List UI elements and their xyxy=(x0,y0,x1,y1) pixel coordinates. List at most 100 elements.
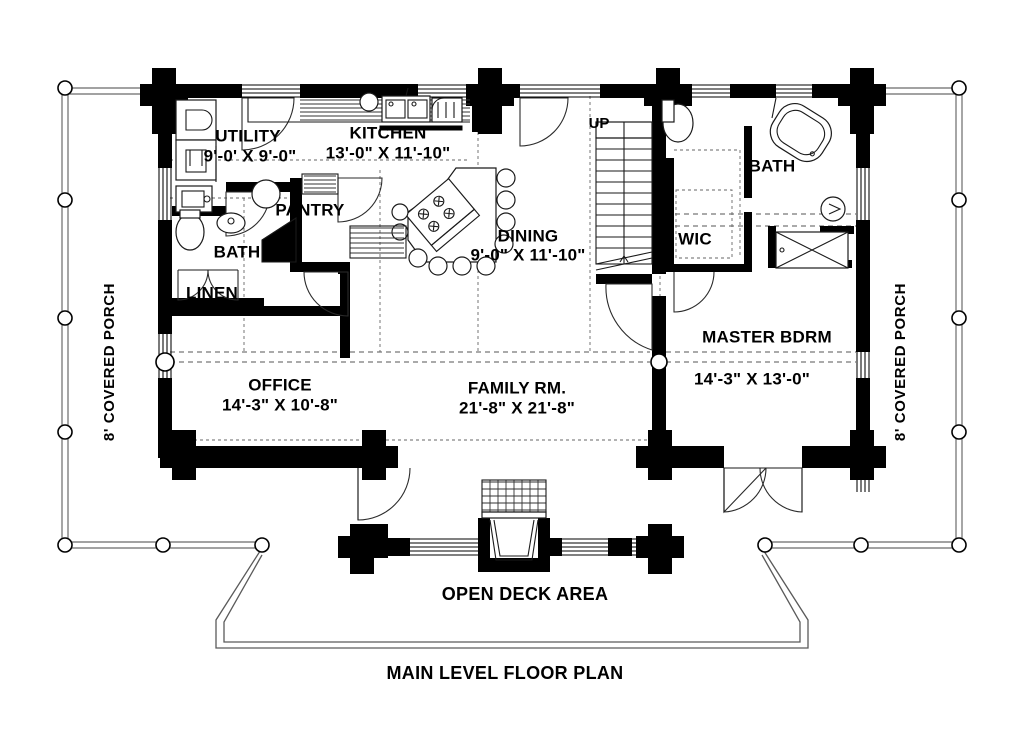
wall-pantry-jamb xyxy=(338,262,350,274)
wall-linen xyxy=(172,298,264,308)
wall-family-left xyxy=(374,524,388,558)
door-utility xyxy=(241,97,295,151)
toilet-tank-icon xyxy=(661,99,675,123)
window-family-bottom-left xyxy=(410,538,478,556)
exterior-wall-master-bottom xyxy=(802,446,850,468)
page-title: MAIN LEVEL FLOOR PLAN xyxy=(387,663,624,683)
door-linen-left xyxy=(177,269,209,301)
bar-stool-group xyxy=(391,168,516,276)
toilet-tank-icon xyxy=(179,209,201,219)
exterior-wall-left xyxy=(158,282,172,334)
porch-post xyxy=(951,424,967,440)
exterior-wall-master-bottom xyxy=(672,446,724,468)
wall-pantry-bottom xyxy=(290,262,340,272)
window-right-master xyxy=(856,352,870,378)
deck-stair xyxy=(478,479,550,572)
window-office-bottom xyxy=(222,449,302,466)
bath-main-fixtures xyxy=(175,179,297,263)
log-post-left xyxy=(155,352,175,372)
wall-shower-left xyxy=(768,226,776,268)
room-label-office: OFFICE xyxy=(248,375,312,394)
bar-stool xyxy=(391,203,409,221)
utility-fixtures xyxy=(175,99,217,213)
window-family-bottom-right xyxy=(562,538,608,556)
room-dim-office: 14'-3" X 10'-8" xyxy=(222,395,338,414)
dishwasher-icon xyxy=(431,97,463,123)
porch-post xyxy=(155,537,171,553)
wall-bath-corner xyxy=(214,206,226,216)
window-top-bath-2 xyxy=(776,84,812,98)
room-label-pantry: PANTRY xyxy=(275,200,345,219)
annotation-group: UP OPEN DECK AREA 8' COVERED PORCH 8' CO… xyxy=(101,115,909,683)
door-wic xyxy=(673,271,715,313)
window-right-bath xyxy=(856,168,870,220)
staircase xyxy=(595,121,653,284)
door-linen-right xyxy=(207,269,239,301)
wall-wic-bottom xyxy=(666,264,752,272)
wall-office-right xyxy=(340,306,350,358)
utility-sink-icon xyxy=(175,185,213,213)
exterior-wall-right xyxy=(856,220,870,286)
door-office-exterior xyxy=(357,467,411,521)
deck-area-label: OPEN DECK AREA xyxy=(442,584,609,604)
sink-icon xyxy=(216,212,246,234)
wall-kitchen-divider xyxy=(472,106,484,132)
porch-post xyxy=(57,424,73,440)
exterior-wall-family-bottom xyxy=(608,538,632,556)
bar-stool xyxy=(496,190,516,210)
wic-shelf-outline xyxy=(675,189,733,259)
porch-post xyxy=(951,537,967,553)
wall-linen-closet xyxy=(820,226,854,234)
porch-label-right: 8' COVERED PORCH xyxy=(892,283,909,441)
counter-hatch-2 xyxy=(350,227,404,254)
window-top-kitchen xyxy=(242,84,300,98)
room-label-family: FAMILY RM. xyxy=(468,378,566,397)
door-master-entry xyxy=(605,283,653,351)
wall-structure xyxy=(140,68,886,574)
room-dim-kitchen: 13'-0" X 11'-10" xyxy=(326,143,451,162)
exterior-wall-family-bottom xyxy=(386,538,410,556)
window-left-utility xyxy=(158,168,172,220)
log-post-master xyxy=(650,353,668,371)
exterior-wall-left xyxy=(158,378,172,458)
porch-post-group xyxy=(57,80,967,553)
wall-stair-bottom xyxy=(596,274,652,284)
fridge-icon xyxy=(359,92,379,112)
window-family-bottom-right-2 xyxy=(632,538,648,556)
log-corner-joint xyxy=(350,430,398,480)
door-office-hall xyxy=(303,271,349,317)
pantry-shelf-hatch xyxy=(304,175,336,193)
porch-post xyxy=(254,537,270,553)
porch-post xyxy=(951,310,967,326)
porch-post xyxy=(951,80,967,96)
washer-drum-icon xyxy=(185,109,213,131)
room-label-bath-main: BATH xyxy=(214,242,261,261)
appliance-shadow xyxy=(379,125,463,131)
bar-stool xyxy=(408,248,428,268)
dryer-icon xyxy=(175,139,217,181)
room-label-dining: DINING xyxy=(498,226,559,245)
room-label-master: MASTER BDRM xyxy=(702,327,832,346)
master-bath-fixtures xyxy=(661,97,849,269)
room-dim-utility: 9'-0' X 9'-0" xyxy=(204,146,297,165)
door-kitchen-top xyxy=(519,97,569,147)
wall-bath-wic-divider-2 xyxy=(744,212,752,270)
room-dim-master: 14'-3" X 13'-0" xyxy=(694,369,810,388)
exterior-wall-top xyxy=(300,84,418,98)
bar-stool xyxy=(476,256,496,276)
door-master-french-left-arc xyxy=(723,467,767,513)
bar-stool xyxy=(494,234,514,254)
bar-stool xyxy=(452,256,472,276)
exterior-wall-left xyxy=(158,220,172,282)
cooktop-icon xyxy=(404,177,481,253)
porch-post xyxy=(57,80,73,96)
room-label-kitchen: KITCHEN xyxy=(350,123,427,142)
toilet-icon xyxy=(175,213,205,251)
porch-post xyxy=(853,537,869,553)
exterior-wall-office-bottom xyxy=(196,446,352,468)
porch-label-left: 8' COVERED PORCH xyxy=(101,283,118,441)
wall-wic-left xyxy=(666,158,674,270)
bar-stool xyxy=(496,168,516,188)
exterior-wall-right xyxy=(856,106,870,168)
